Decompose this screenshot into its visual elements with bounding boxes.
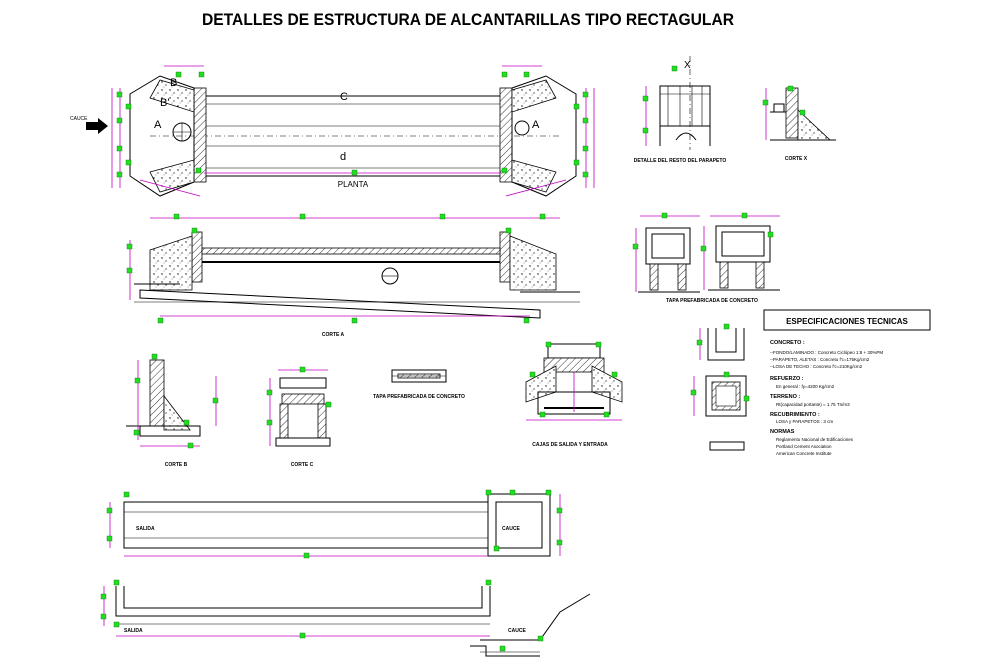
plan-letter-a-right: A: [532, 119, 540, 131]
drawing-title: DETALLES DE ESTRUCTURA DE ALCANTARILLAS …: [202, 10, 734, 29]
plan-letter-b-prime: B': [160, 97, 169, 109]
corte-x-view: CORTE X: [762, 85, 836, 162]
specs-recubrimiento: RECUBRIMIENTO :: [770, 412, 820, 418]
plan-letter-a-left: A: [154, 119, 162, 131]
specs-norma3: American Concrete Institute: [776, 451, 832, 456]
specs-recubrimiento-val: LOSA y PARAPETOS : 3 cm: [776, 419, 833, 424]
specs-norma2: Portland Cement Asociation: [776, 444, 832, 449]
box-section-small: [690, 323, 750, 451]
tapa-prefabricada-label-2: TAPA PREFABRICADA DE CONCRETO: [373, 394, 465, 400]
cauce-top-label: CAUCE: [502, 526, 520, 532]
corte-c-view: CORTE C: [266, 366, 332, 468]
corte-a-label: CORTE A: [322, 332, 345, 338]
corte-a-view: CORTE A: [126, 213, 580, 338]
corte-c-label: CORTE C: [291, 462, 314, 468]
specs-terreno-val: Rt(capacidad portante) = 1.75 Tn/m3: [776, 402, 850, 407]
plan-label: PLANTA: [338, 180, 369, 189]
corte-b-label: CORTE B: [165, 462, 188, 468]
cajas-label: CAJAS DE SALIDA Y ENTRADA: [532, 442, 608, 448]
salida-bottom-label: SALIDA: [124, 628, 143, 634]
cauce-bottom-label: CAUCE: [508, 628, 526, 634]
plan-letter-c: C: [340, 91, 348, 103]
plan-view: CAUCE B B' A A C d PLANTA: [70, 65, 595, 197]
specs-heading: ESPECIFICACIONES TECNICAS: [786, 317, 908, 326]
plan-entry-label: CAUCE: [70, 116, 88, 122]
specs-terreno: TERRENO :: [770, 394, 800, 400]
plan-letter-d: d: [340, 151, 346, 163]
specs-normas: NORMAS: [770, 429, 795, 435]
corte-x-label: CORTE X: [785, 156, 808, 162]
plan-letter-b: B: [170, 77, 177, 89]
parapet-detail: X DETALLE DEL RESTO DEL PARAPETO: [634, 56, 727, 164]
specs-line2: --PARAPETO, ALETAS : Concreto f'c=175Kg/…: [770, 357, 870, 362]
specs-concreto: CONCRETO :: [770, 340, 805, 346]
cajas-view: CAJAS DE SALIDA Y ENTRADA: [525, 341, 623, 448]
x-mark: X: [684, 60, 691, 71]
salida-top-label: SALIDA: [136, 526, 155, 532]
tapa-prefabricada-label: TAPA PREFABRICADA DE CONCRETO: [666, 298, 758, 304]
bottom-section-view: SALIDA CAUCE: [100, 579, 591, 657]
specs-norma1: Reglamento Nacional de Edificaciones: [776, 437, 854, 442]
parapet-detail-label: DETALLE DEL RESTO DEL PARAPETO: [634, 158, 727, 164]
bottom-plan-view: SALIDA CAUCE: [106, 489, 563, 559]
specs-refuerzo: REFUERZO :: [770, 376, 804, 382]
corte-b-view: CORTE B: [126, 353, 219, 468]
tapa-prefabricada-small: TAPA PREFABRICADA DE CONCRETO: [373, 369, 465, 400]
specs-line1: --FONDO/LAMINADO : Concreto Ciclópeo 1:8…: [770, 350, 883, 355]
specs-line3: --LOSA DE TECHO : Concreto f'c=210Kg/cm2: [770, 364, 863, 369]
specifications-panel: ESPECIFICACIONES TECNICAS CONCRETO : --F…: [763, 309, 931, 456]
tapa-prefabricada-views: TAPA PREFABRICADA DE CONCRETO: [632, 212, 780, 304]
specs-refuerzo-val: En general : fy=4200 Kg/cm2: [776, 384, 835, 389]
